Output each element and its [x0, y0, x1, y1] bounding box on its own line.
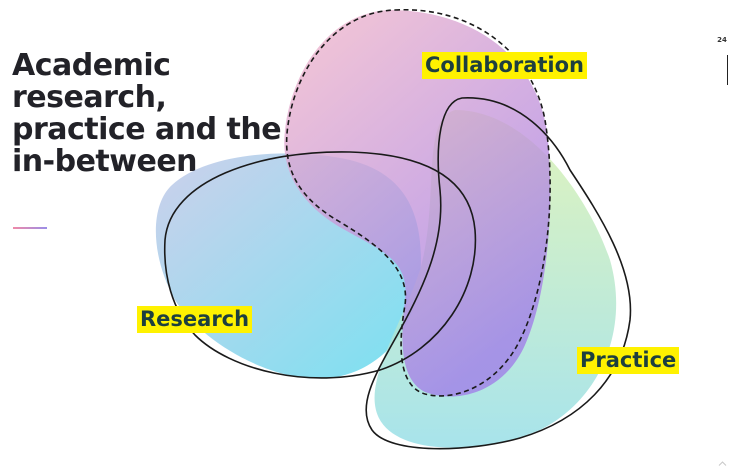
title-accent-line [13, 227, 47, 229]
slide-title: Academic research, practice and the in-b… [12, 50, 282, 178]
title-line-1: Academic [12, 48, 171, 83]
practice-outline [365, 97, 632, 450]
chevron-up-icon[interactable] [718, 459, 727, 468]
label-practice: Practice [577, 347, 680, 374]
title-line-3: practice and the [12, 112, 282, 147]
research-outline [163, 151, 477, 379]
title-line-4: in-between [12, 144, 198, 179]
label-research: Research [137, 306, 253, 333]
collaboration-outline [285, 9, 551, 397]
page-number: 24 [717, 36, 727, 44]
page-number-divider [727, 55, 728, 85]
label-collaboration: Collaboration [422, 52, 588, 79]
collaboration-blob [284, 10, 551, 397]
title-line-2: research, [12, 80, 167, 115]
